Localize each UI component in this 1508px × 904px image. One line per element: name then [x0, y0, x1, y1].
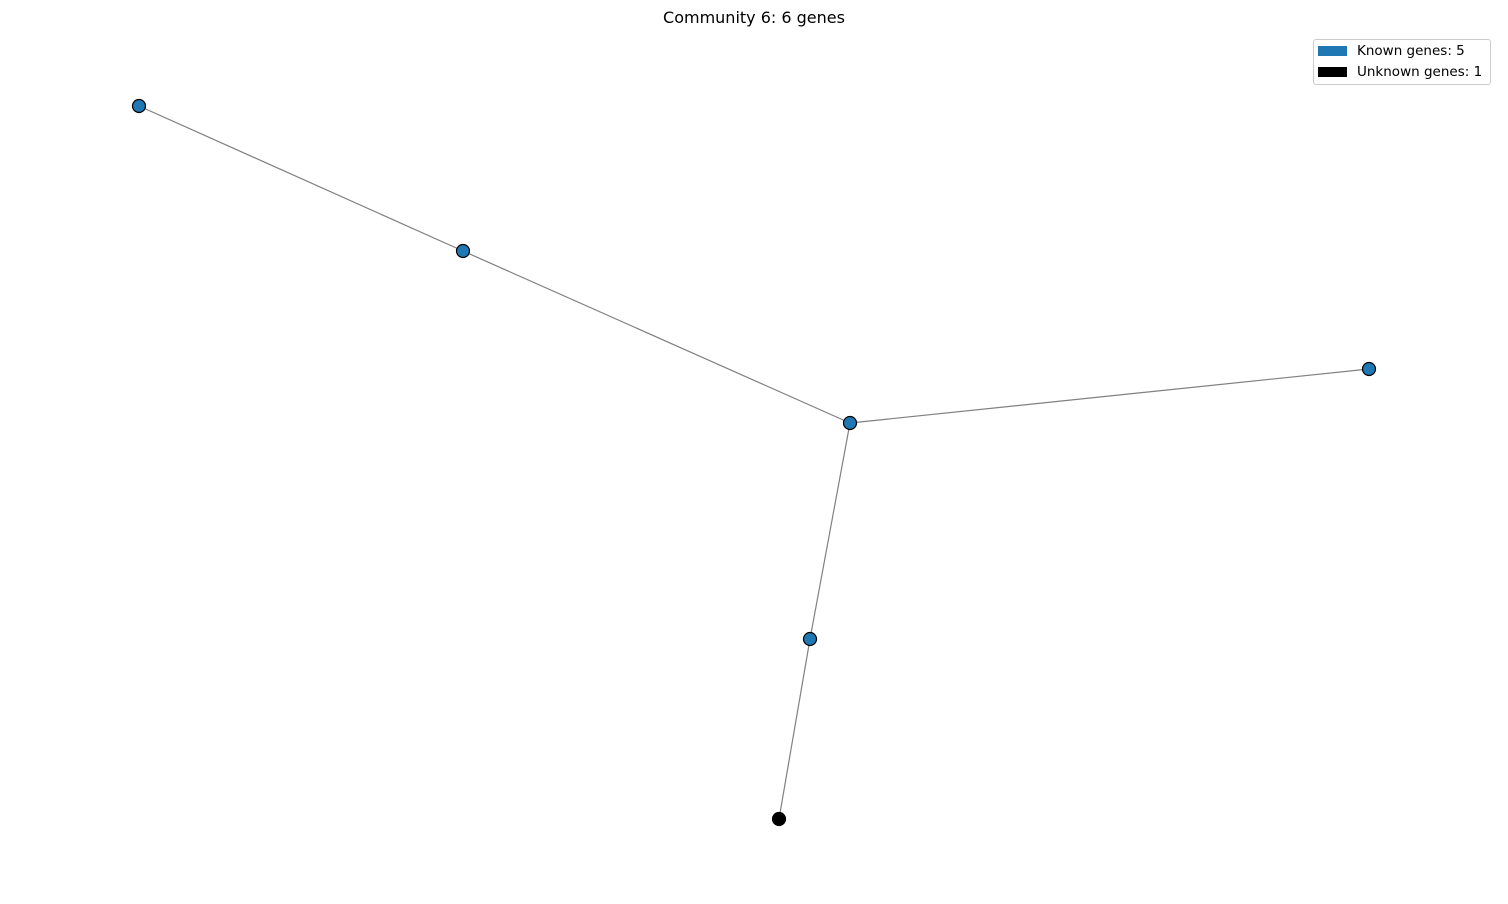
legend-entry-known: Known genes: 5: [1318, 41, 1465, 61]
graph-title: Community 6: 6 genes: [663, 8, 845, 27]
edge-n3-n4: [849, 368, 1370, 424]
legend-entry-unknown: Unknown genes: 1: [1318, 62, 1482, 82]
gene-node-known: [802, 631, 818, 647]
node-layer: [131, 98, 1377, 827]
gene-node-known: [842, 415, 858, 431]
legend-swatch-unknown: [1318, 67, 1347, 77]
legend-label-known: Known genes: 5: [1357, 43, 1465, 59]
edge-n1-n2: [138, 105, 464, 252]
edge-n3-n5: [809, 422, 851, 640]
legend-swatch-known: [1318, 46, 1347, 56]
gene-node-known: [455, 243, 471, 259]
edge-layer: [138, 105, 1370, 820]
gene-node-known: [131, 98, 147, 114]
gene-node-known: [1361, 361, 1377, 377]
edge-n2-n3: [462, 250, 851, 424]
edge-n5-n6: [778, 638, 811, 820]
gene-node-unknown: [771, 811, 787, 827]
legend: Known genes: 5 Unknown genes: 1: [1313, 39, 1491, 85]
legend-label-unknown: Unknown genes: 1: [1357, 64, 1483, 80]
